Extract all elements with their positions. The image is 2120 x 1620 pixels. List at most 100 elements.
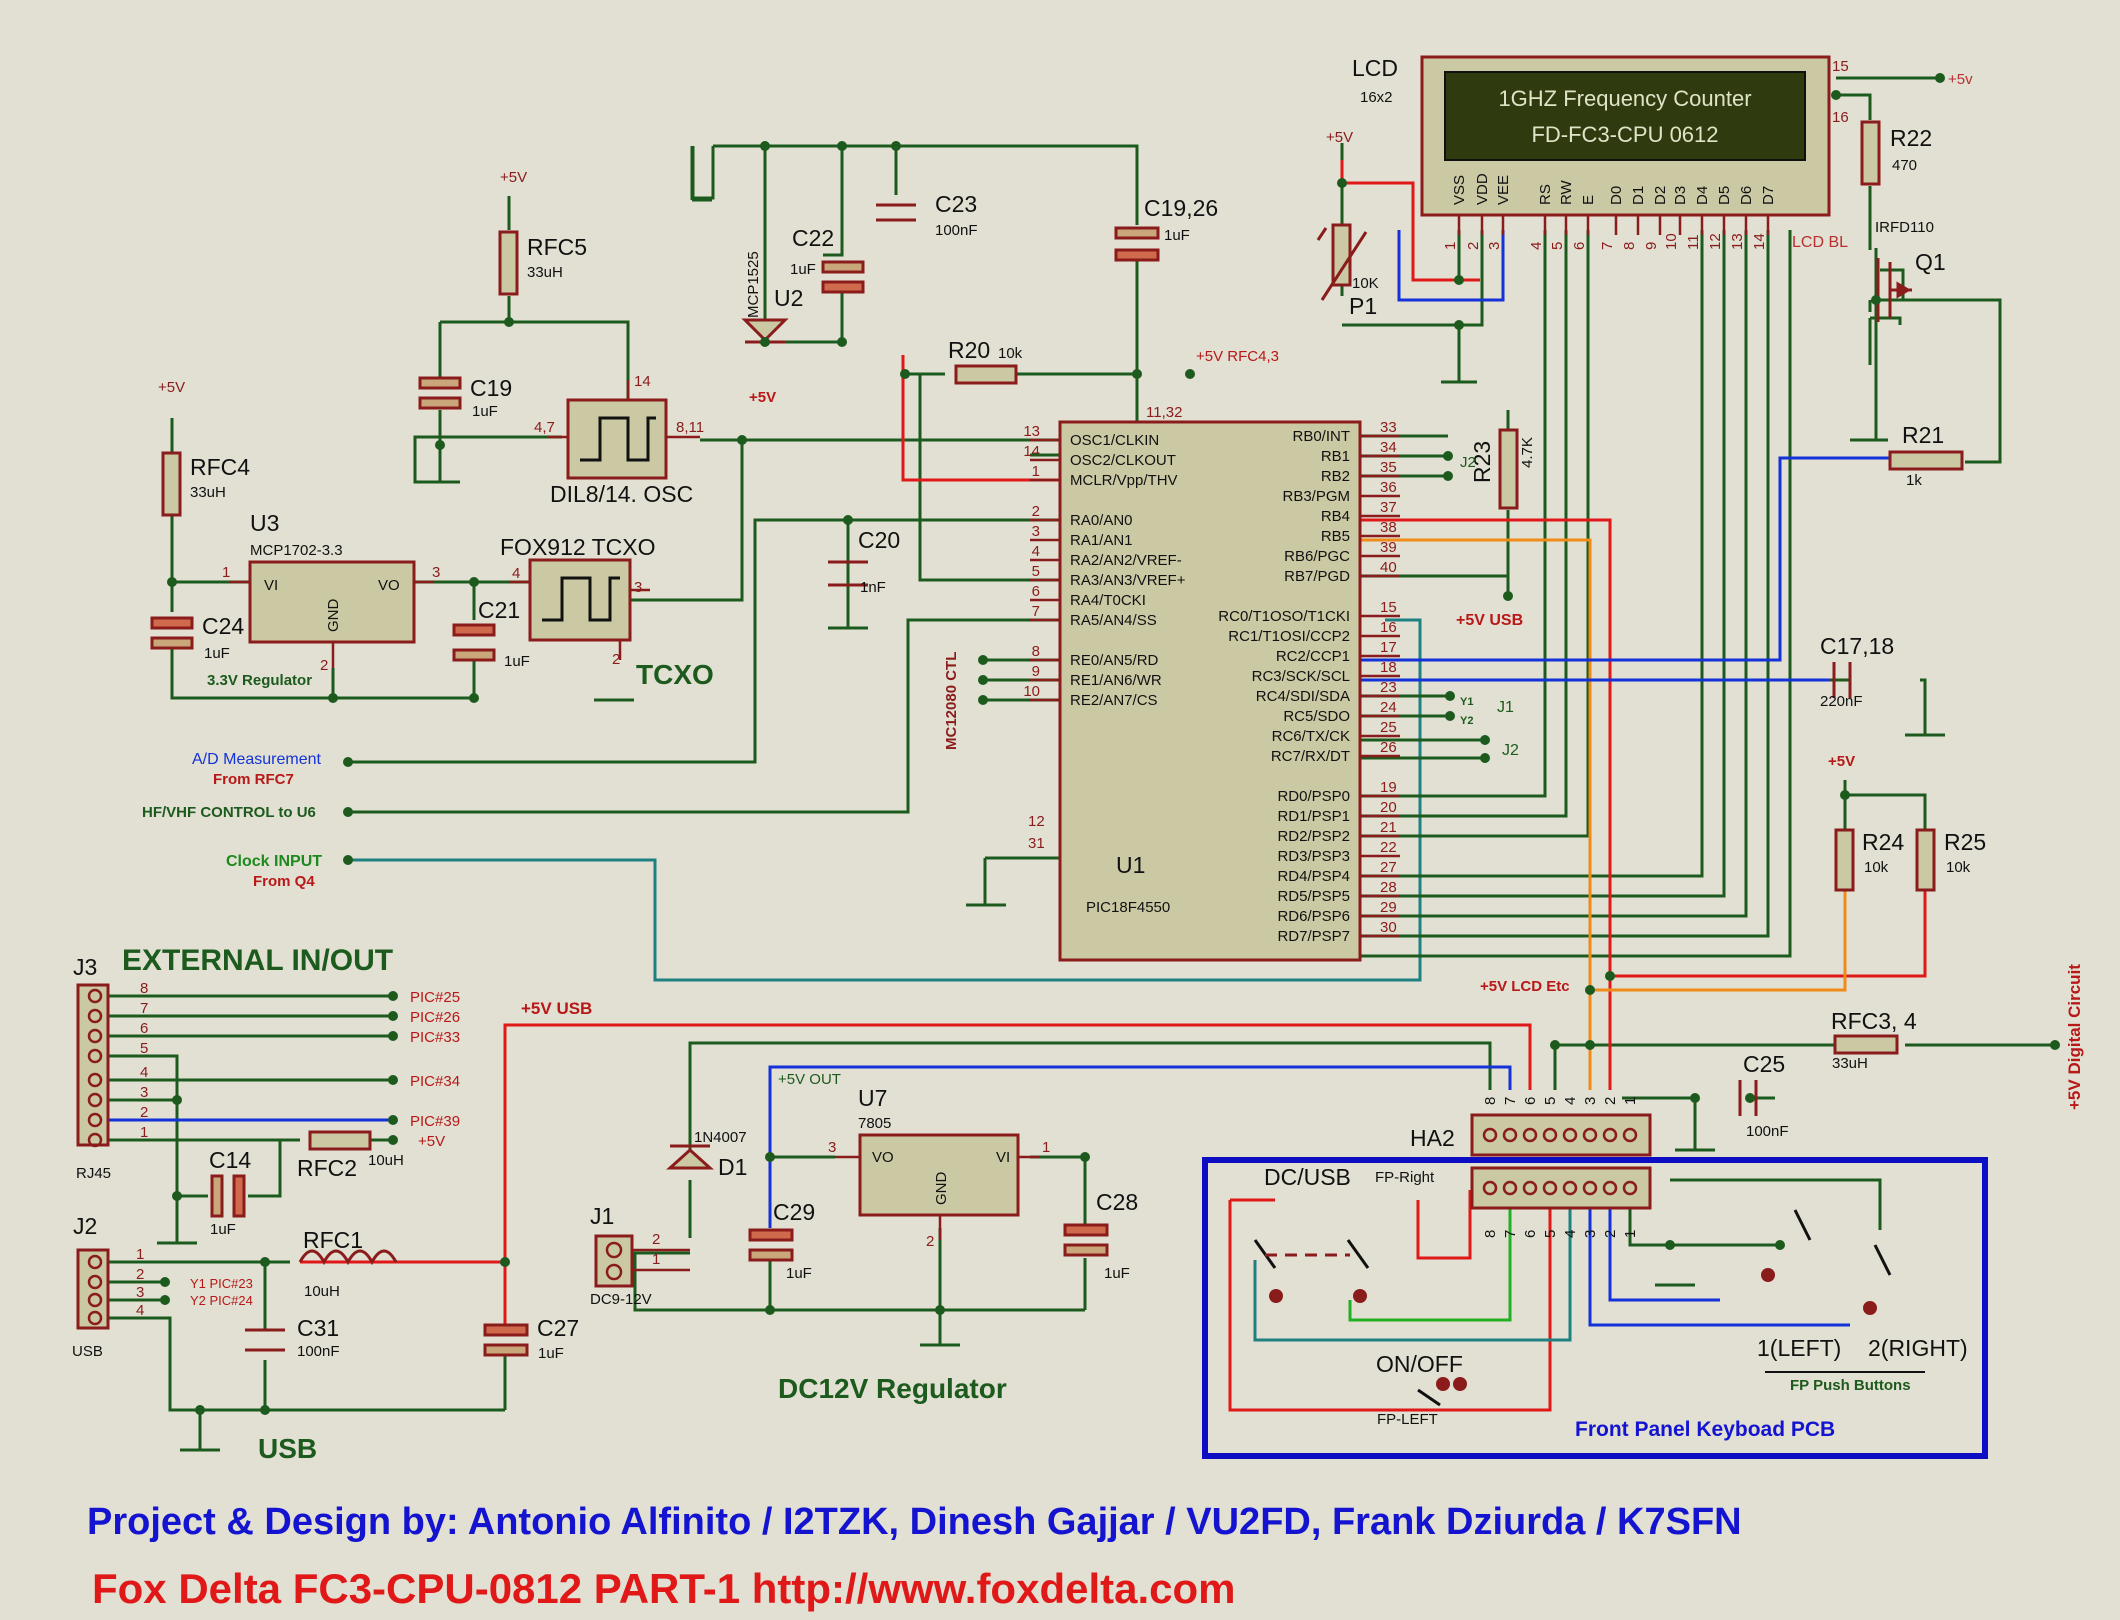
j3-pin (87, 1072, 103, 1088)
c24-ref: C24 (202, 613, 244, 639)
fp-connector-pin (1522, 1180, 1538, 1196)
junction-dot (900, 369, 910, 379)
u1-pin-rd7: RD7/PSP7 (1277, 928, 1350, 945)
u1-pin-rc3: RC3/SCK/SCL (1252, 668, 1350, 685)
lcd-pin-vss: VSS (1451, 175, 1468, 205)
junction-dot (1871, 295, 1881, 305)
net-pic26: PIC#26 (410, 1009, 460, 1026)
rfc1-val: 10uH (304, 1283, 340, 1300)
u1-pin-number: 19 (1380, 779, 1397, 796)
r23-ref: R23 (1469, 441, 1495, 483)
r20-body (954, 364, 1018, 385)
junction-dot (160, 1277, 170, 1287)
u1-pin-re0: RE0/AN5/RD (1070, 652, 1159, 669)
junction-dot (978, 655, 988, 665)
fp-pin-number: 1 (1622, 1230, 1639, 1238)
j3-pin-number: 3 (140, 1084, 148, 1101)
u1-pin-rd6: RD6/PSP6 (1277, 908, 1350, 925)
lcd-backlight-label: LCD BL (1792, 234, 1848, 251)
junction-dot (172, 1095, 182, 1105)
lcd-line-1: 1GHZ Frequency Counter (1498, 86, 1751, 111)
lcd-pin-number: 6 (1571, 242, 1588, 250)
r24-body (1834, 828, 1855, 892)
u1-pin-number: 37 (1380, 499, 1397, 516)
u1-part: PIC18F4550 (1086, 899, 1170, 916)
net-pic25: PIC#25 (410, 989, 460, 1006)
r22-body (1860, 120, 1881, 186)
c25-val: 100nF (1746, 1123, 1789, 1140)
u1-pin-number: 40 (1380, 559, 1397, 576)
junction-dot (504, 317, 514, 327)
u1-pin-number: 28 (1380, 879, 1397, 896)
r21-body (1888, 450, 1964, 471)
rfc5-body (498, 230, 519, 296)
u7-vo: VO (872, 1149, 894, 1166)
junction-dot (500, 1257, 510, 1267)
rfc2-ref: RFC2 (297, 1155, 357, 1181)
resistors (161, 120, 1964, 1266)
c24-val: 1uF (204, 645, 230, 662)
j1-pin-1: 1 (652, 1251, 660, 1268)
u1-pin-number: 16 (1380, 619, 1397, 636)
junction-dot (1585, 1040, 1595, 1050)
r24-val: 10k (1864, 859, 1889, 876)
osc-module: DIL8/14. OSC 4,7 8,11 14 (534, 373, 704, 507)
u3-caption: 3.3V Regulator (207, 672, 312, 689)
j3-pin-number: 1 (140, 1124, 148, 1141)
j3-pin (87, 1132, 103, 1148)
junction-dot (1132, 369, 1142, 379)
junction-dot (195, 1405, 205, 1415)
p1-body (1331, 223, 1352, 287)
junctions (160, 73, 2060, 1415)
u1-vdd-pins: 11,32 (1146, 404, 1182, 421)
lcd-pin-d2: D2 (1652, 186, 1669, 205)
u2-out: +5V (749, 389, 776, 406)
lcd-pin-e: E (1580, 195, 1597, 205)
fp-pin-number: 3 (1582, 1230, 1599, 1238)
lcd-pin-number: 5 (1549, 242, 1566, 250)
net-pic33: PIC#33 (410, 1029, 460, 1046)
net-5v-digital: +5V Digital Circuit (2065, 964, 2084, 1110)
r20-ref: R20 (948, 337, 990, 363)
junction-dot (435, 440, 445, 450)
u3-regulator: VI VO GND U3 MCP1702-3.3 3.3V Regulator … (207, 510, 440, 689)
fp-connector-pin (1622, 1180, 1638, 1196)
net-5v-r24: +5V (1828, 753, 1855, 770)
r25-val: 10k (1946, 859, 1971, 876)
lcd-pin-number: 3 (1486, 242, 1503, 250)
u3-pin-2: 2 (320, 657, 328, 674)
ha2-ref: HA2 (1410, 1125, 1455, 1151)
lcd-pin-d7: D7 (1760, 186, 1777, 205)
junction-dot (1503, 591, 1513, 601)
u1-pin-ra0: RA0/AN0 (1070, 512, 1133, 529)
u1-pin-number: 17 (1380, 639, 1397, 656)
j3-val: RJ45 (76, 1165, 111, 1182)
d1-symbol (666, 1144, 714, 1170)
u1-pin-rc4: RC4/SDI/SDA (1256, 688, 1350, 705)
r23-body (1498, 428, 1519, 510)
u7-vi: VI (996, 1149, 1010, 1166)
junction-dot (1775, 1240, 1785, 1250)
u3-pin-3: 3 (432, 564, 440, 581)
rfc4-pwr: +5V (158, 379, 185, 396)
u1-pin-ra2: RA2/AN2/VREF- (1070, 552, 1182, 569)
lcd-label: LCD (1352, 55, 1398, 81)
osc-caption: DIL8/14. OSC (550, 481, 693, 507)
j2-pin (87, 1254, 103, 1270)
c21-ref: C21 (478, 597, 520, 623)
junction-dot (1480, 753, 1490, 763)
lcd-pin-number: 10 (1663, 233, 1680, 250)
u2-part: MCP1525 (745, 251, 762, 318)
junction-dot (1665, 1240, 1675, 1250)
u1-pin-number: 29 (1380, 899, 1397, 916)
u1-pin-number: 7 (1032, 603, 1040, 620)
tcxo-name: FOX912 TCXO (500, 534, 656, 560)
junction-dot (388, 1011, 398, 1021)
ha2-pin-number: 8 (1482, 1097, 1499, 1105)
ha2-pin (1522, 1127, 1538, 1143)
fp-right: FP-Right (1375, 1169, 1435, 1186)
j2-ref: J2 (73, 1213, 97, 1239)
u1-pin-number: 33 (1380, 419, 1397, 436)
ha2-pin-number: 3 (1582, 1097, 1599, 1105)
section-usb: USB (258, 1433, 317, 1464)
